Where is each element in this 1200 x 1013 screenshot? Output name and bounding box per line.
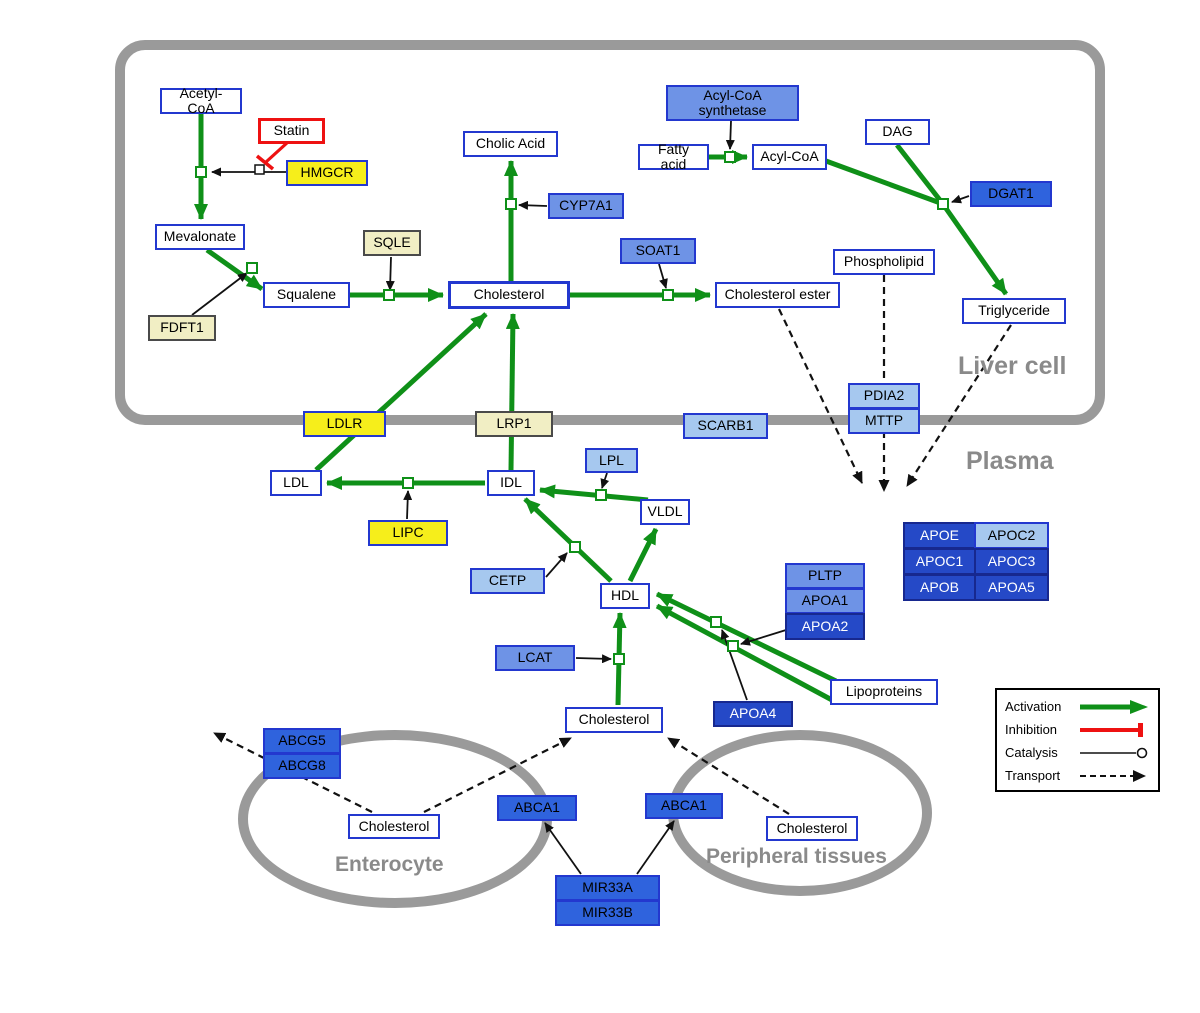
node-apoe: APOE — [903, 522, 976, 549]
node-apoc3: APOC3 — [974, 548, 1049, 575]
node-lpl: LPL — [585, 448, 638, 473]
legend: Activation Inhibition Catalysis Transpor… — [995, 688, 1160, 792]
node-cetp: CETP — [470, 568, 545, 594]
node-dgat1: DGAT1 — [970, 181, 1052, 207]
legend-inhibition-row: Inhibition — [1005, 718, 1150, 741]
node-abca1-peripheral: ABCA1 — [645, 793, 723, 819]
node-acyl-coa-synthetase: Acyl-CoA synthetase — [666, 85, 799, 121]
node-apoa5: APOA5 — [974, 574, 1049, 601]
legend-inhibition-label: Inhibition — [1005, 722, 1058, 737]
node-lrp1: LRP1 — [475, 411, 553, 437]
peripheral-tissues-label: Peripheral tissues — [706, 845, 887, 868]
enterocyte-label: Enterocyte — [335, 853, 444, 876]
node-pltp: PLTP — [785, 563, 865, 589]
legend-catalysis-label: Catalysis — [1005, 745, 1058, 760]
node-apoa2: APOA2 — [785, 613, 865, 640]
node-acyl-coa: Acyl-CoA — [752, 144, 827, 170]
node-sqle: SQLE — [363, 230, 421, 256]
node-abcg8: ABCG8 — [263, 753, 341, 779]
node-cholesterol-liver: Cholesterol — [448, 281, 570, 309]
liver-cell-compartment — [115, 40, 1105, 425]
node-cyp7a1: CYP7A1 — [548, 193, 624, 219]
node-cholic-acid: Cholic Acid — [463, 131, 558, 157]
legend-catalysis-row: Catalysis — [1005, 741, 1150, 764]
node-fatty-acid: Fatty acid — [638, 141, 709, 172]
node-phospholipid: Phospholipid — [833, 249, 935, 275]
node-acetyl-coa: Acetyl-CoA — [160, 85, 242, 116]
node-pdia2: PDIA2 — [848, 383, 920, 409]
node-squalene: Squalene — [263, 282, 350, 308]
legend-transport-row: Transport — [1005, 764, 1150, 787]
node-ldl: LDL — [270, 470, 322, 496]
node-apoc1: APOC1 — [903, 548, 976, 575]
node-lcat: LCAT — [495, 645, 575, 671]
node-mir33b: MIR33B — [555, 900, 660, 926]
node-apoc2: APOC2 — [974, 522, 1049, 549]
node-soat1: SOAT1 — [620, 238, 696, 264]
node-cholesterol-plasma: Cholesterol — [565, 707, 663, 733]
plasma-label: Plasma — [966, 447, 1054, 475]
inhibition-tbar-icon — [1080, 722, 1143, 737]
node-lipc: LIPC — [368, 520, 448, 546]
node-vldl: VLDL — [640, 499, 690, 525]
node-mir33a: MIR33A — [555, 875, 660, 901]
node-abca1-enterocyte: ABCA1 — [497, 795, 577, 821]
legend-activation-row: Activation — [1005, 695, 1150, 718]
node-apoa1: APOA1 — [785, 588, 865, 614]
node-dag: DAG — [865, 119, 930, 145]
transport-dashed-arrow-icon — [1080, 769, 1146, 782]
node-fdft1: FDFT1 — [148, 315, 216, 341]
legend-activation-label: Activation — [1005, 699, 1062, 714]
node-hdl: HDL — [600, 583, 650, 609]
node-mttp: MTTP — [848, 408, 920, 434]
node-mevalonate: Mevalonate — [155, 224, 245, 250]
node-lipoproteins: Lipoproteins — [830, 679, 938, 705]
liver-cell-label: Liver cell — [958, 352, 1067, 380]
node-abcg5: ABCG5 — [263, 728, 341, 754]
node-cholesterol-peripheral: Cholesterol — [766, 816, 858, 841]
node-scarb1: SCARB1 — [683, 413, 768, 439]
node-ldlr: LDLR — [303, 411, 386, 437]
node-triglyceride: Triglyceride — [962, 298, 1066, 324]
node-hmgcr: HMGCR — [286, 160, 368, 186]
catalysis-circle-icon — [1080, 747, 1148, 758]
node-apoa4: APOA4 — [713, 701, 793, 727]
activation-arrow-icon — [1080, 699, 1148, 714]
node-cholesterol-ester: Cholesterol ester — [715, 282, 840, 308]
node-idl: IDL — [487, 470, 535, 496]
legend-transport-label: Transport — [1005, 768, 1061, 783]
node-cholesterol-enterocyte: Cholesterol — [348, 814, 440, 839]
node-statin: Statin — [258, 118, 325, 144]
node-apob: APOB — [903, 574, 976, 601]
